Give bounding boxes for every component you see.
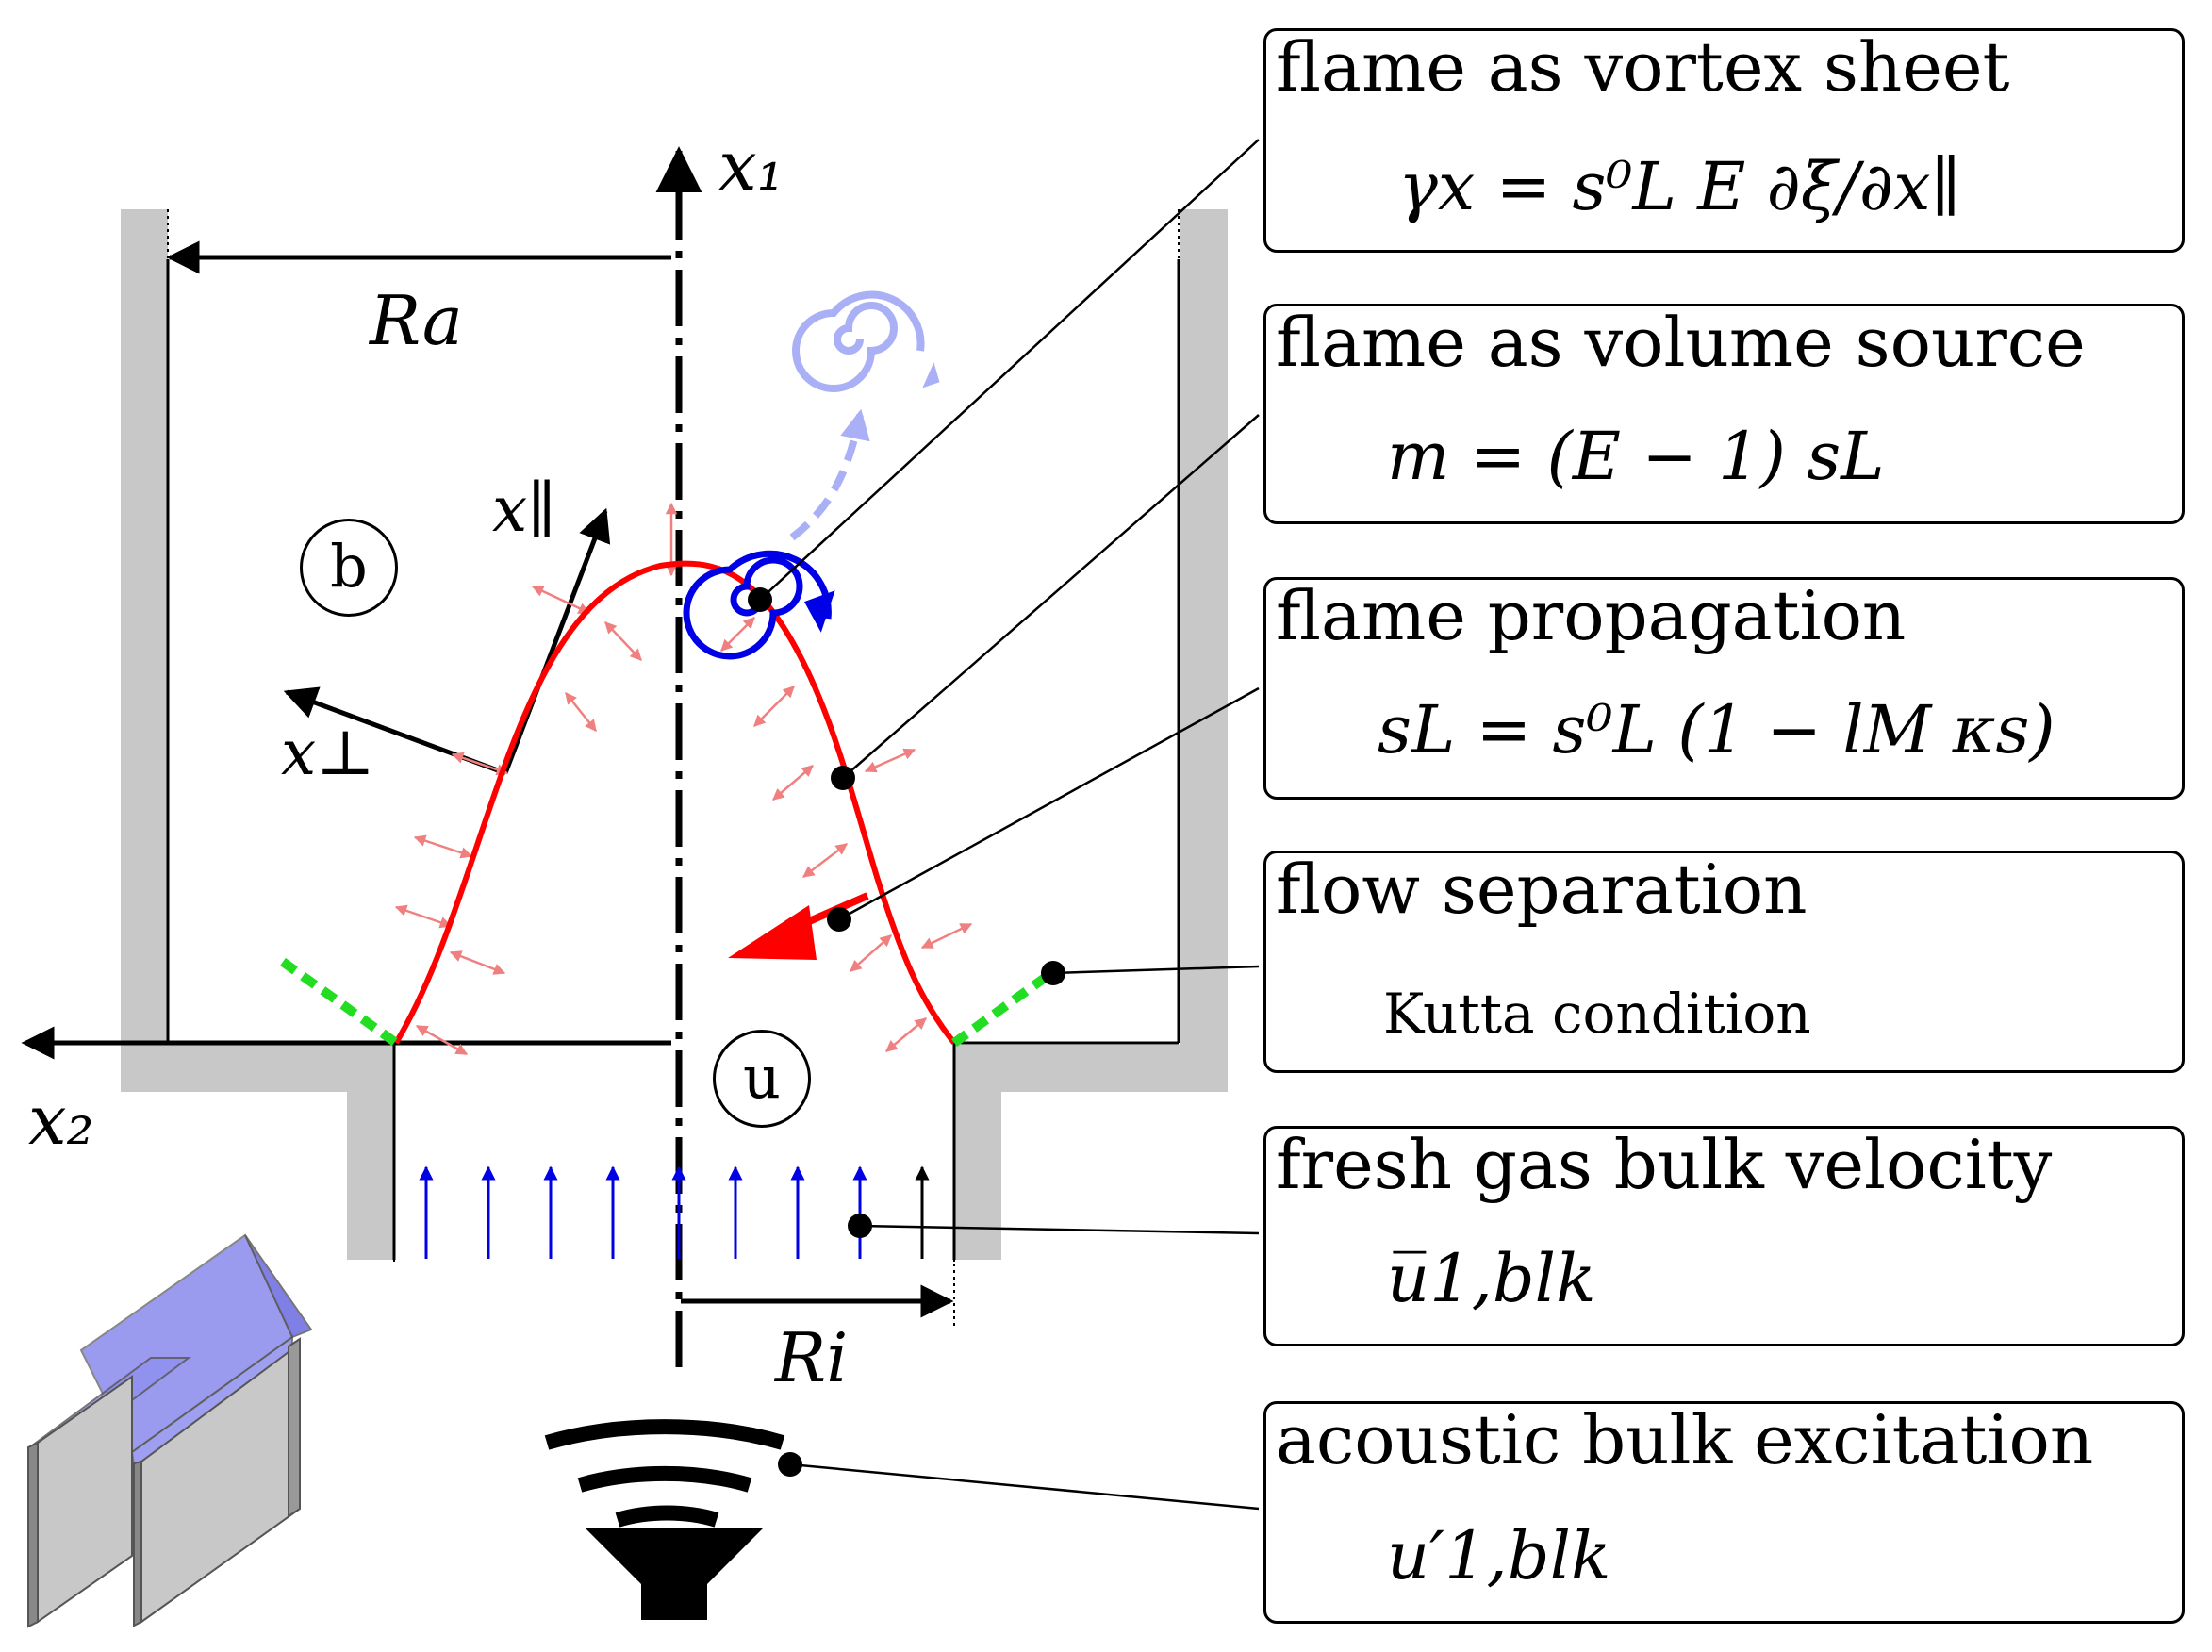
- unburnt-region-marker: u: [713, 1030, 811, 1128]
- x-par-label: x∥: [492, 473, 556, 546]
- box-volume-source: flame as volume source m = (E − 1) sL: [1263, 303, 2185, 524]
- ri-label: Ri: [775, 1318, 849, 1397]
- x1-label: x₁: [718, 126, 784, 206]
- vortex-icon: [683, 550, 835, 660]
- box-flow-separation: flow separation Kutta condition: [1263, 850, 2185, 1073]
- box-equation: Kutta condition: [1383, 982, 1811, 1046]
- box-flame-propagation: flame propagation sL = s⁰L (1 − lM κs): [1263, 576, 2185, 800]
- x2-label: x₂: [28, 1081, 94, 1160]
- inflow-arrows: [419, 1165, 867, 1259]
- box-title: flame as vortex sheet: [1276, 27, 2010, 107]
- box-bulk-velocity: fresh gas bulk velocity u̅1,blk: [1263, 1125, 2185, 1346]
- box-equation: sL = s⁰L (1 − lM κs): [1378, 691, 2055, 768]
- box-title: acoustic bulk excitation: [1276, 1400, 2094, 1479]
- box-equation: u′1,blk: [1387, 1517, 1611, 1594]
- box-equation: m = (E − 1) sL: [1387, 418, 1885, 495]
- box-title: flame propagation: [1276, 576, 1907, 655]
- leader-dots: [748, 587, 1065, 1477]
- flame-normal-arrows: [394, 502, 973, 1056]
- burnt-region-marker: b: [300, 519, 398, 617]
- leader-lines: [759, 139, 1260, 1511]
- x-perp-label: x⊥: [281, 717, 375, 789]
- box-equation: γx = s⁰L E ∂ξ/∂x∥: [1398, 148, 1961, 225]
- ra-label: Ra: [370, 281, 463, 360]
- shed-vortex-icon: [789, 290, 940, 541]
- x-par-arrow: [503, 507, 611, 774]
- wall-outlines: [166, 259, 1180, 1260]
- box-vortex-sheet: flame as vortex sheet γx = s⁰L E ∂ξ/∂x∥: [1263, 27, 2185, 253]
- box-title: fresh gas bulk velocity: [1276, 1125, 2053, 1204]
- box-title: flow separation: [1276, 850, 1808, 929]
- box-title: flame as volume source: [1276, 303, 2086, 382]
- flame-front: [393, 560, 957, 1045]
- box-equation: u̅1,blk: [1387, 1240, 1596, 1317]
- burner-3d-icon: [26, 1233, 313, 1628]
- kutta-lines: [280, 957, 1054, 1048]
- combustor-walls: [121, 209, 1228, 1260]
- box-acoustic-excitation: acoustic bulk excitation u′1,blk: [1263, 1400, 2185, 1624]
- speaker-icon: [544, 1419, 785, 1620]
